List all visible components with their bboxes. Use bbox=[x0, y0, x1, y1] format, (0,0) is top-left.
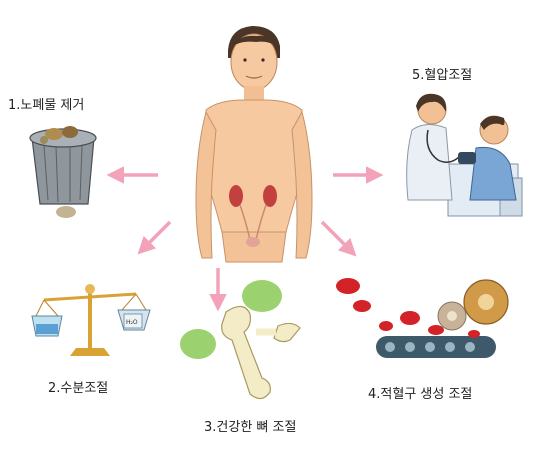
label-blood-pressure: 5.혈압조절 bbox=[412, 68, 473, 83]
trash-bin-icon bbox=[29, 126, 97, 218]
svg-text:H₂O: H₂O bbox=[126, 319, 138, 326]
blood-pressure-scene-icon bbox=[406, 93, 523, 217]
label-bone-health: 3.건강한 뼈 조절 bbox=[204, 420, 297, 435]
arrow-to-water bbox=[137, 220, 172, 255]
label-waste-removal: 1.노폐물 제거 bbox=[8, 98, 85, 113]
rbc-factory-icon bbox=[336, 278, 509, 358]
balance-scale-icon: H₂O bbox=[31, 284, 151, 356]
bone-icon bbox=[180, 280, 301, 400]
label-water-balance: 2.수분조절 bbox=[48, 381, 109, 396]
arrow-to-rbc bbox=[320, 220, 357, 257]
label-rbc-production: 4.적혈구 생성 조절 bbox=[368, 387, 473, 402]
human-figure bbox=[195, 26, 313, 263]
arrows bbox=[106, 166, 384, 312]
